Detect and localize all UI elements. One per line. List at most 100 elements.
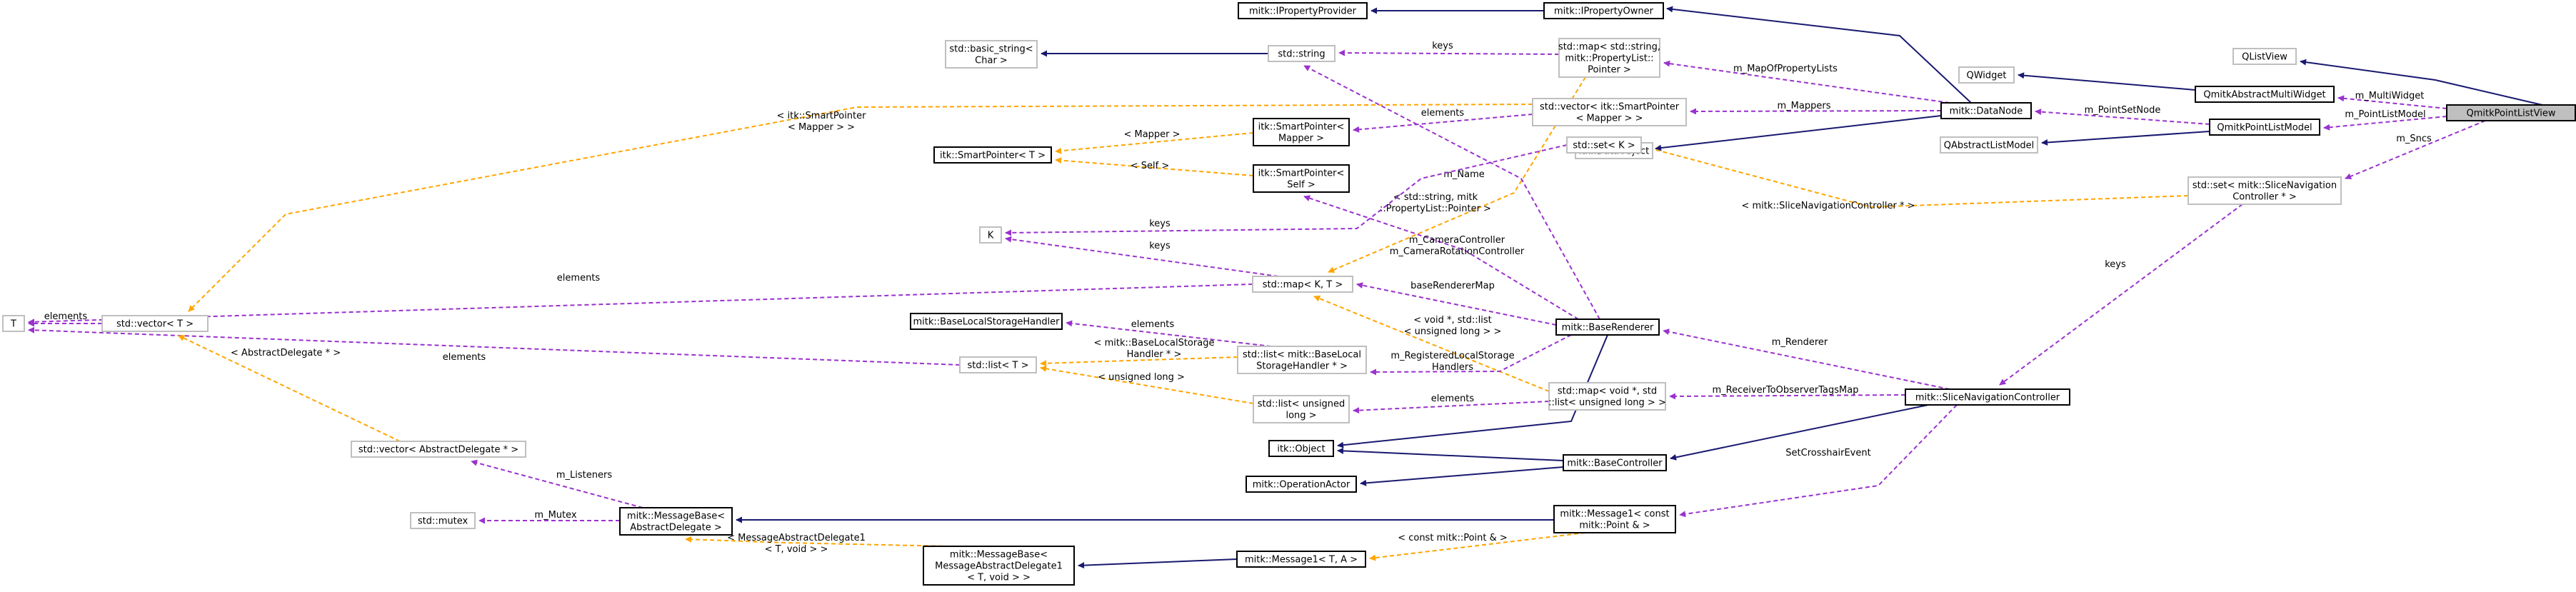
edge-label: elements bbox=[1131, 319, 1175, 330]
class-node-box bbox=[351, 441, 526, 458]
class-node-box bbox=[1940, 136, 2038, 154]
class-node-itkobject[interactable]: itk::Object bbox=[1268, 440, 1334, 457]
class-node-label: mitk::MessageBase< bbox=[627, 511, 725, 522]
class-node-smartT[interactable]: itk::SmartPointer< T > bbox=[933, 146, 1052, 164]
edge-inh-dataobject bbox=[1655, 115, 1942, 151]
edge-line bbox=[2035, 109, 2210, 125]
edge-label: < std::string, mitk bbox=[1393, 192, 1478, 203]
edge-inh-itkobject-br bbox=[1337, 334, 1608, 448]
class-node-box bbox=[1253, 395, 1350, 423]
edge-line bbox=[1645, 145, 2189, 209]
class-node-label: std::string bbox=[1278, 49, 1325, 60]
class-node-label: StorageHandler * > bbox=[1256, 361, 1348, 372]
edge-tpl-constpoint: < const mitk::Point & > bbox=[1369, 532, 1586, 561]
edge-inh-ipropertyowner bbox=[1666, 6, 1972, 104]
edge-label: < mitk::BaseLocalStorage bbox=[1094, 338, 1215, 348]
edge-line bbox=[1313, 295, 1550, 392]
edge-line bbox=[1005, 236, 1279, 277]
class-node-label: mitk::Message1< T, A > bbox=[1245, 555, 1358, 566]
edge-line bbox=[1055, 132, 1254, 154]
class-node-label: mitk::SliceNavigationController bbox=[1915, 393, 2060, 403]
edge-line bbox=[1663, 60, 1950, 104]
edge-use-name: m_Name bbox=[1303, 65, 1600, 320]
class-node-label: ::list< unsigned long > > bbox=[1548, 398, 1666, 408]
class-node-label: < Mapper > > bbox=[1575, 114, 1643, 124]
class-node-label: < T, void > > bbox=[967, 573, 1031, 583]
class-node-label: QListView bbox=[2242, 52, 2287, 63]
class-node-box bbox=[410, 512, 476, 529]
edge-label: < mitk::SliceNavigationController * > bbox=[1741, 201, 1915, 211]
class-node-slicenav[interactable]: mitk::SliceNavigationController bbox=[1905, 388, 2070, 406]
class-node-label: std::vector< itk::SmartPointer bbox=[1540, 102, 1680, 113]
edge-tpl-vec-smartpointer: < itk::SmartPointer< Mapper > > bbox=[188, 104, 1533, 312]
edge-use-elements-T-vec: elements bbox=[28, 311, 102, 327]
class-node-box bbox=[1532, 98, 1687, 126]
class-node-datanode[interactable]: mitk::DataNode bbox=[1940, 102, 2032, 119]
class-node-message1TA[interactable]: mitk::Message1< T, A > bbox=[1236, 551, 1366, 568]
class-node-msgbaseabstract[interactable]: mitk::MessageBase<AbstractDelegate > bbox=[619, 507, 733, 536]
edge-use-baserenderermap: baseRendererMap bbox=[1356, 281, 1557, 326]
edge-use-elements-baselocal: elements bbox=[1066, 319, 1272, 347]
edge-label: elements bbox=[443, 352, 486, 363]
class-node-label: mitk::IPropertyProvider bbox=[1249, 6, 1357, 17]
class-node-label: std::list< T > bbox=[968, 361, 1029, 371]
class-node-box bbox=[1548, 382, 1666, 411]
class-node-label: std::vector< AbstractDelegate * > bbox=[359, 445, 518, 456]
class-node-label: mitk::Message1< const bbox=[1560, 509, 1669, 520]
edge-line bbox=[1369, 532, 1586, 561]
edge-use-mappers: m_Mappers bbox=[1690, 101, 1942, 115]
class-node-label: mitk::PropertyList:: bbox=[1565, 54, 1653, 64]
class-node-box bbox=[1238, 2, 1368, 19]
edge-label: < itk::SmartPointer bbox=[777, 111, 867, 121]
edge-tpl-abstractdelegate: < AbstractDelegate * > bbox=[178, 335, 401, 442]
class-node-box bbox=[1268, 45, 1335, 62]
edge-line bbox=[1005, 144, 1568, 236]
edge-label: m_Mutex bbox=[534, 510, 576, 521]
class-node-focus[interactable]: QmitkPointListView bbox=[2446, 104, 2576, 121]
class-node-label: T bbox=[10, 319, 16, 330]
edge-line bbox=[2041, 131, 2210, 146]
edge-use-receiver: m_ReceiverToObserverTagsMap bbox=[1669, 385, 1906, 400]
class-node-msgbaseabstract1[interactable]: mitk::MessageBase<MessageAbstractDelegat… bbox=[923, 546, 1075, 586]
edge-line bbox=[2337, 95, 2447, 109]
edge-line bbox=[1353, 401, 1550, 414]
edge-label: m_Listeners bbox=[556, 470, 612, 481]
class-node-label: mitk::Point & > bbox=[1579, 521, 1650, 531]
edge-use-elements-T-map: elements bbox=[28, 273, 1253, 326]
class-node-ipropertyowner[interactable]: mitk::IPropertyOwner bbox=[1543, 2, 1664, 19]
class-node-label: K bbox=[988, 231, 994, 241]
class-node-ipropertyprovider[interactable]: mitk::IPropertyProvider bbox=[1238, 2, 1368, 19]
class-node-smartself[interactable]: itk::SmartPointer<Self > bbox=[1253, 164, 1350, 193]
edge-label: baseRendererMap bbox=[1410, 281, 1495, 291]
class-node-box bbox=[1252, 276, 1353, 293]
class-node-baserenderer[interactable]: mitk::BaseRenderer bbox=[1555, 318, 1660, 336]
edge-line bbox=[2300, 59, 2543, 106]
class-node-abstractmulti[interactable]: QmitkAbstractMultiWidget bbox=[2195, 86, 2335, 103]
edge-line bbox=[1040, 365, 1254, 404]
class-node-box bbox=[945, 40, 1038, 69]
class-node-qlistview: QListView bbox=[2232, 48, 2297, 65]
class-node-label: Controller * > bbox=[2232, 192, 2297, 203]
edge-use-sncs: m_Sncs bbox=[2345, 120, 2486, 180]
edge-line bbox=[2323, 116, 2447, 131]
edge-line bbox=[1666, 6, 1972, 104]
class-node-label: mitk::DataNode bbox=[1950, 106, 2023, 117]
class-node-pointlistmodel[interactable]: QmitkPointListModel bbox=[2209, 119, 2320, 136]
class-node-box bbox=[1566, 136, 1642, 154]
class-node-box bbox=[1246, 476, 1357, 493]
class-node-label: QAbstractListModel bbox=[1944, 141, 2035, 151]
edge-label: Handlers bbox=[1432, 362, 1473, 373]
edge-use-renderer: m_Renderer bbox=[1663, 328, 1950, 390]
edge-label: m_Name bbox=[1443, 169, 1485, 180]
class-node-label: Self > bbox=[1287, 180, 1315, 191]
class-node-basecontroller[interactable]: mitk::BaseController bbox=[1563, 454, 1667, 471]
edge-label: < Mapper > bbox=[1123, 129, 1180, 140]
edge-inh-msgbase1 bbox=[1078, 558, 1238, 569]
class-node-label: std::set< K > bbox=[1573, 141, 1635, 151]
class-node-smartmapper[interactable]: itk::SmartPointer<Mapper > bbox=[1253, 118, 1350, 146]
edge-use-pointsetnode: m_PointSetNode bbox=[2035, 105, 2210, 125]
class-node-operationactor[interactable]: mitk::OperationActor bbox=[1246, 476, 1357, 493]
class-node-label: AbstractDelegate > bbox=[630, 523, 722, 533]
class-node-baselocalstoragehandler[interactable]: mitk::BaseLocalStorageHandler bbox=[910, 313, 1063, 330]
